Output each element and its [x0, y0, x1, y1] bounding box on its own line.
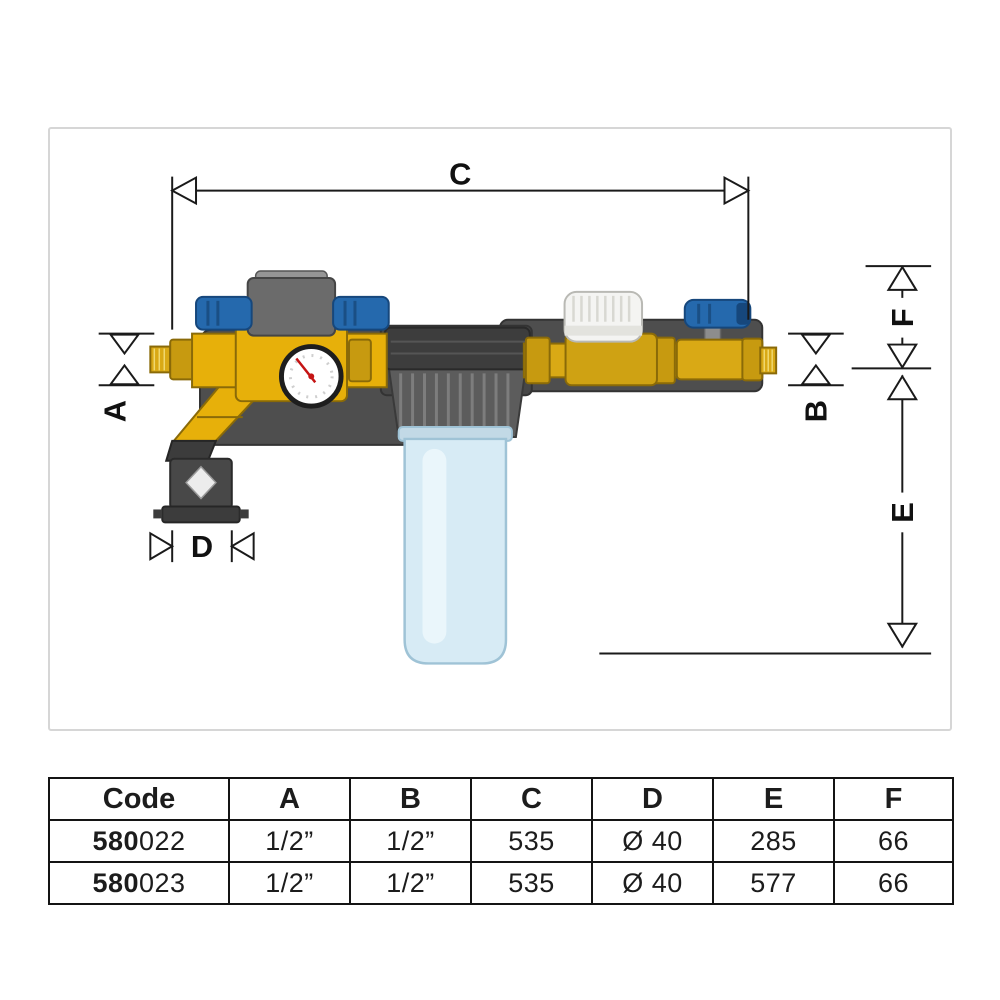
- technical-drawing: C A B D F E: [97, 157, 932, 665]
- header-a: A: [228, 777, 351, 821]
- valve-body-right: [675, 338, 746, 381]
- dimension-labels: C A B D F E: [97, 157, 920, 565]
- dim-f-arrow-bottom: [886, 343, 918, 370]
- meter-register-cap: [563, 290, 644, 343]
- dim-label-c: C: [449, 157, 471, 192]
- inlet-connection: [149, 345, 172, 374]
- code-cell: 580022: [48, 819, 230, 863]
- dim-e-arrow-bottom: [886, 622, 918, 649]
- dim-label-d: D: [191, 529, 213, 564]
- value-c: 535: [470, 819, 593, 863]
- header-d: D: [591, 777, 714, 821]
- value-d: Ø 40: [591, 861, 714, 905]
- drain-fitting: [153, 439, 249, 524]
- value-f: 66: [833, 861, 954, 905]
- value-a: 1/2”: [228, 861, 351, 905]
- header-e: E: [712, 777, 835, 821]
- filter-bowl: [403, 437, 508, 665]
- header-f: F: [833, 777, 954, 821]
- value-a: 1/2”: [228, 819, 351, 863]
- table-row: 580022 1/2” 1/2” 535 Ø 40 285 66: [48, 819, 954, 863]
- dim-b-arrow-bottom: [800, 363, 832, 386]
- dim-label-f: F: [885, 308, 920, 327]
- outlet-connection: [759, 346, 778, 375]
- value-e: 285: [712, 819, 835, 863]
- header-code: Code: [48, 777, 230, 821]
- value-b: 1/2”: [349, 861, 472, 905]
- filter-housing: [383, 326, 531, 665]
- drain-opening: [185, 465, 217, 500]
- dim-c-arrow-left: [170, 176, 198, 206]
- value-e: 577: [712, 861, 835, 905]
- dim-d-arrow-left: [149, 531, 175, 561]
- filter-collar-ribs: [399, 373, 510, 433]
- header-c: C: [470, 777, 593, 821]
- dimension-drawing-panel: C A B D F E: [48, 127, 952, 731]
- table-header-row: Code A B C D E F: [48, 777, 954, 821]
- dimensions-table: Code A B C D E F 580022 1/2” 1/2” 535 Ø …: [48, 777, 954, 905]
- dim-a-arrow-bottom: [108, 363, 141, 386]
- dimensions: [98, 176, 932, 655]
- dim-label-b: B: [799, 400, 834, 422]
- dim-e-arrow-top: [886, 374, 918, 401]
- dim-a-arrow-top: [108, 333, 141, 356]
- value-c: 535: [470, 861, 593, 905]
- ball-valve: [675, 298, 778, 382]
- dim-b-arrow-top: [800, 333, 832, 356]
- dim-label-e: E: [885, 502, 920, 523]
- value-b: 1/2”: [349, 819, 472, 863]
- pressure-gauge: [278, 344, 344, 409]
- code-cell: 580023: [48, 861, 230, 905]
- value-d: Ø 40: [591, 819, 714, 863]
- dim-d-arrow-right: [229, 531, 255, 561]
- pressure-reducing-valve: [149, 270, 390, 524]
- filter-head: [383, 326, 531, 371]
- shutoff-handle-right: [332, 295, 390, 331]
- dim-c-arrow-right: [723, 176, 751, 206]
- cartridge-cover: [246, 270, 337, 337]
- table-row: 580023 1/2” 1/2” 535 Ø 40 577 66: [48, 861, 954, 905]
- dim-f-arrow-top: [886, 265, 918, 291]
- valve-handle: [683, 298, 752, 329]
- value-f: 66: [833, 819, 954, 863]
- header-b: B: [349, 777, 472, 821]
- dim-label-a: A: [97, 400, 132, 422]
- shutoff-handle-left: [195, 295, 253, 331]
